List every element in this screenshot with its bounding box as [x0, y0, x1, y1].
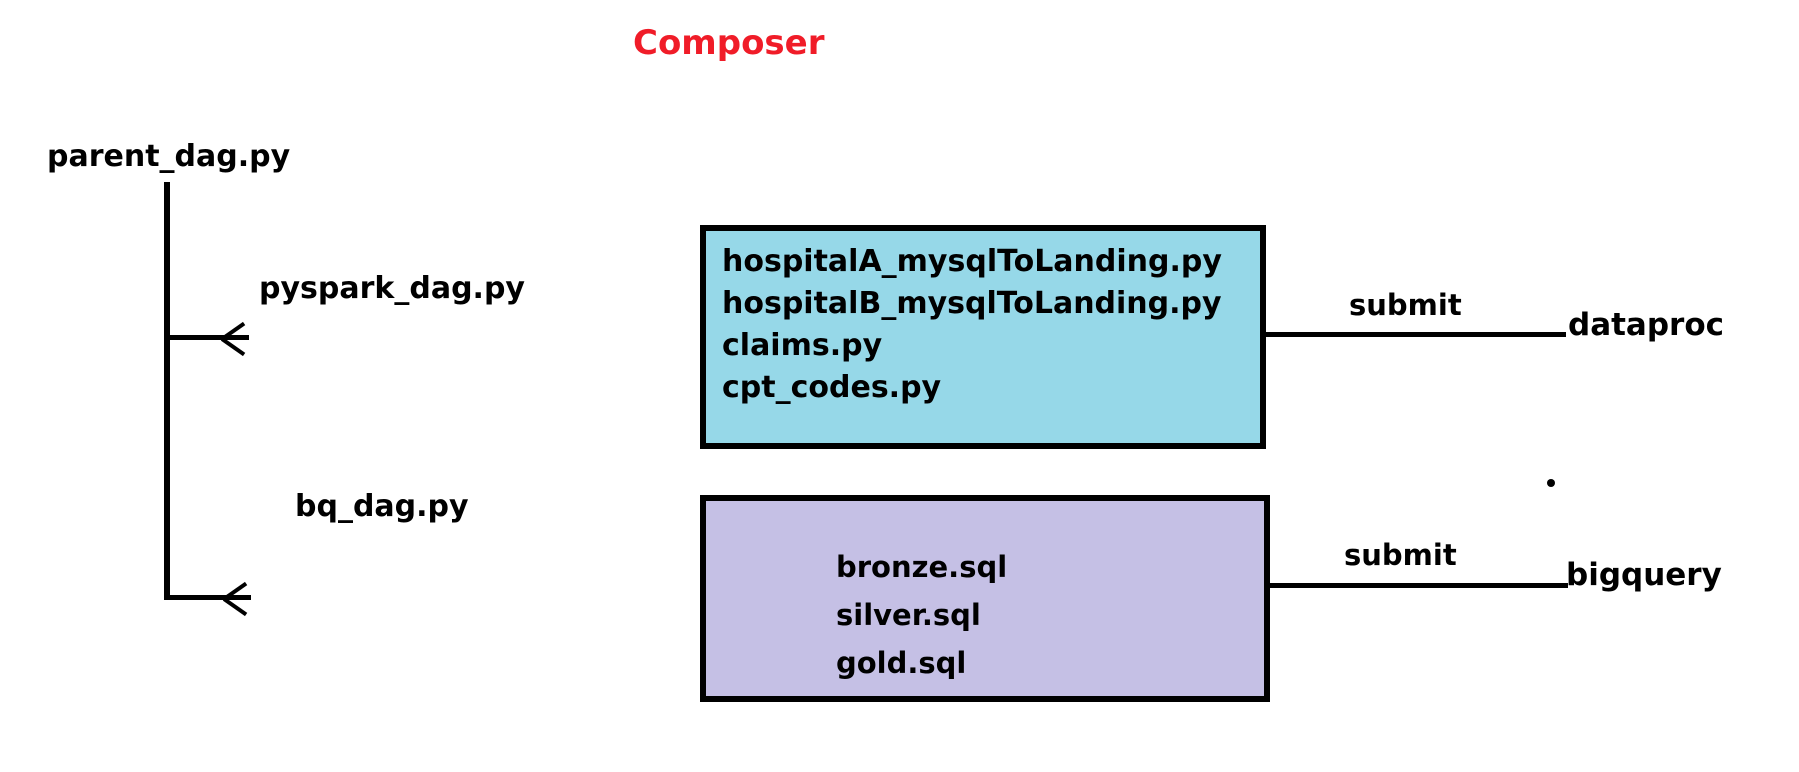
bigquery-jobs-box: bronze.sql silver.sql gold.sql	[700, 495, 1270, 702]
edge-label-submit-dataproc: submit	[1349, 288, 1462, 322]
page-title: Composer	[633, 23, 825, 63]
connector-line-bigquery	[1268, 583, 1568, 588]
branch-line-pyspark	[166, 335, 249, 340]
dataproc-service-label: dataproc	[1568, 307, 1724, 343]
bigquery-jobs-list: bronze.sql silver.sql gold.sql	[836, 543, 1260, 687]
list-item: hospitalA_mysqlToLanding.py	[722, 244, 1222, 279]
ink-dot-artifact	[1547, 479, 1555, 487]
tree-trunk-line	[164, 182, 170, 600]
list-item: hospitalB_mysqlToLanding.py	[722, 286, 1222, 321]
list-item: gold.sql	[836, 646, 967, 680]
list-item: bronze.sql	[836, 550, 1008, 584]
dataproc-jobs-list: hospitalA_mysqlToLanding.py hospitalB_my…	[722, 241, 1256, 409]
connector-line-dataproc	[1264, 332, 1566, 337]
parent-dag-label: parent_dag.py	[47, 139, 291, 174]
list-item: cpt_codes.py	[722, 370, 942, 405]
bq-dag-label: bq_dag.py	[295, 489, 469, 524]
dataproc-jobs-box: hospitalA_mysqlToLanding.py hospitalB_my…	[700, 225, 1266, 449]
bigquery-service-label: bigquery	[1566, 557, 1722, 593]
list-item: silver.sql	[836, 598, 981, 632]
edge-label-submit-bigquery: submit	[1344, 538, 1457, 572]
pyspark-dag-label: pyspark_dag.py	[259, 271, 525, 306]
branch-line-bq	[166, 595, 251, 600]
list-item: claims.py	[722, 328, 883, 363]
